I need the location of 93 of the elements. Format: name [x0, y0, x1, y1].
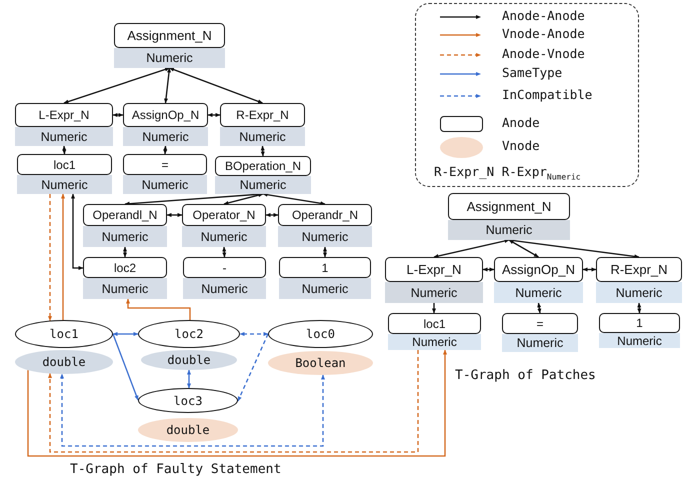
type-label: Numeric: [596, 282, 682, 303]
node-box: Operandl_N: [83, 204, 167, 226]
arrow: [637, 302, 642, 314]
type-label: Numeric: [448, 220, 570, 240]
arrow: [434, 239, 510, 258]
node-box: loc1: [17, 154, 112, 175]
type-label: Numeric: [83, 226, 167, 247]
dashed-arrow: [60, 374, 325, 447]
type-ellipse: Boolean: [268, 351, 373, 375]
type-label: Numeric: [278, 226, 372, 247]
arrow: [61, 194, 65, 320]
type-label: Numeric: [83, 278, 167, 299]
type-label: Numeric: [183, 278, 266, 299]
node-box: loc1: [388, 313, 481, 334]
arrow: [112, 332, 138, 336]
arrow: [123, 246, 127, 258]
arrow: [71, 194, 84, 270]
arrow: [582, 268, 596, 272]
legend-text: SameType: [502, 65, 562, 80]
arrow: [224, 193, 264, 205]
arrow: [222, 246, 226, 258]
arrow: [187, 370, 191, 388]
type-label: Numeric: [220, 127, 305, 146]
node-box: AssignOp_N: [123, 103, 208, 127]
graph-caption: T-Graph of Patches: [455, 368, 596, 383]
arrow: [112, 334, 139, 400]
type-ellipse: double: [15, 350, 113, 374]
dashed-arrow: [48, 194, 52, 322]
node-box: L-Expr_N: [15, 103, 113, 127]
node-box: R-Expr_N: [596, 257, 682, 282]
variable-ellipse: loc2: [138, 320, 240, 348]
arrow: [163, 146, 168, 154]
node-box: Assignment_N: [448, 193, 570, 220]
arrow: [260, 146, 265, 156]
arrow: [62, 146, 66, 154]
type-label: Numeric: [388, 334, 481, 350]
dashed-arrow: [240, 332, 268, 336]
type-label: Numeric: [123, 127, 208, 146]
arrow: [208, 113, 220, 117]
legend-text: InCompatible: [502, 87, 592, 102]
variable-ellipse: loc1: [15, 320, 113, 348]
arrow: [508, 239, 539, 258]
legend-text: Anode-Vnode: [502, 46, 585, 61]
type-label: Numeric: [494, 282, 583, 303]
arrow: [64, 67, 170, 104]
type-label: Numeric: [215, 176, 311, 194]
legend-text: Anode: [502, 115, 540, 130]
arrow: [537, 302, 542, 314]
arrow: [27, 350, 447, 457]
type-label: Numeric: [17, 175, 112, 194]
node-box: BOperation_N: [215, 156, 311, 176]
arrow: [508, 238, 640, 258]
node-box: 1: [279, 257, 371, 278]
dashed-arrow: [48, 350, 419, 453]
type-label: Numeric: [114, 48, 225, 68]
legend-text: Vnode-Anode: [502, 26, 585, 41]
node-box: Assignment_N: [114, 23, 225, 48]
node-box: -: [183, 257, 266, 278]
graph-caption: T-Graph of Faulty Statement: [70, 462, 282, 477]
arrow: [164, 68, 171, 104]
legend-text: Anode-Anode: [502, 8, 585, 23]
node-box: Operator_N: [182, 204, 266, 226]
node-box: Operandr_N: [278, 204, 372, 226]
type-label: Numeric: [182, 226, 266, 247]
type-ellipse: double: [138, 418, 238, 442]
node-box: AssignOp_N: [494, 257, 583, 282]
type-label: Numeric: [502, 334, 578, 352]
arrow: [482, 268, 494, 272]
arrow: [169, 67, 263, 104]
variable-ellipse: loc3: [138, 388, 238, 413]
type-label: Numeric: [279, 278, 371, 299]
node-box: loc2: [83, 257, 167, 278]
type-label: Numeric: [599, 333, 680, 348]
type-label: Numeric: [385, 282, 483, 303]
type-label: Numeric: [123, 175, 207, 194]
variable-ellipse: loc0: [268, 320, 373, 348]
dashed-arrow: [237, 334, 269, 402]
arrow: [323, 246, 327, 258]
node-box: =: [123, 154, 207, 175]
type-label: Numeric: [15, 127, 113, 146]
type-ellipse: double: [141, 350, 237, 370]
arrow: [432, 303, 436, 314]
node-box: L-Expr_N: [385, 257, 483, 282]
arrow: [112, 113, 124, 117]
legend-text: Vnode: [502, 138, 540, 153]
legend-note: R-Expr_N R-Expr$_{Numeric}$: [434, 164, 581, 182]
node-box: 1: [599, 313, 680, 333]
arrow: [262, 192, 326, 206]
node-box: R-Expr_N: [220, 103, 305, 127]
node-box: =: [502, 313, 578, 334]
arrow: [166, 213, 182, 217]
arrow: [126, 298, 191, 320]
arrow: [266, 213, 278, 217]
